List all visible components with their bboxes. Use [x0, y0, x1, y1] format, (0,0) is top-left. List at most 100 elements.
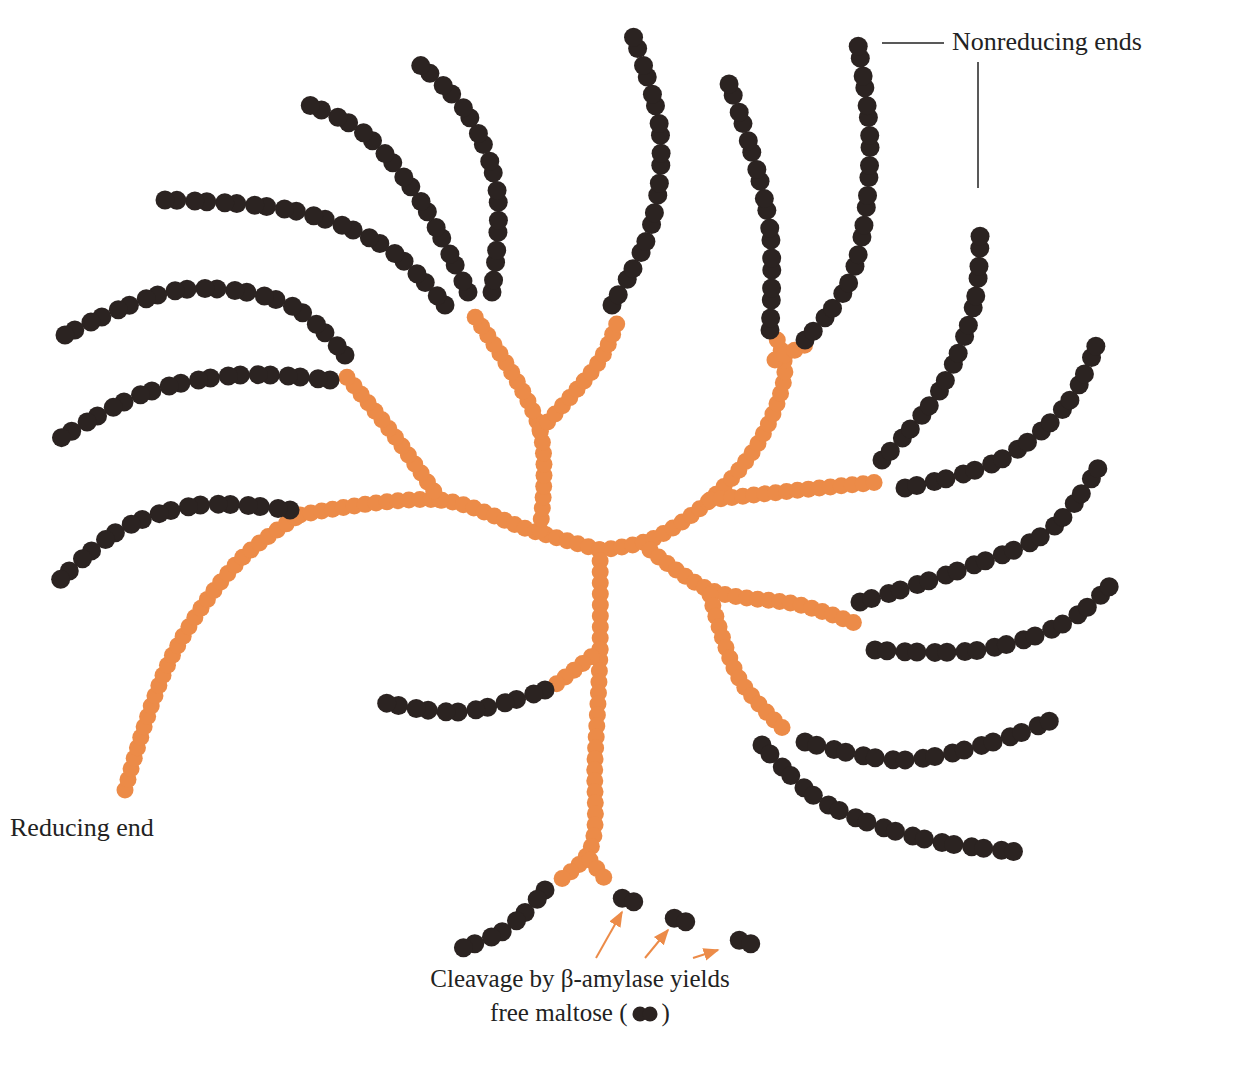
maltose-unit: [860, 156, 879, 175]
maltose-unit: [309, 369, 328, 388]
maltose-unit: [760, 219, 779, 238]
maltose-unit: [407, 699, 426, 718]
maltose-unit: [624, 28, 643, 47]
maltose-unit: [836, 743, 855, 762]
maltose-unit: [891, 580, 910, 599]
maltose-unit: [495, 693, 514, 712]
maltose-unit: [650, 114, 669, 133]
maltose-unit: [225, 281, 244, 300]
maltose-unit: [333, 216, 352, 235]
maltose-unit: [839, 274, 858, 293]
maltose-unit: [948, 562, 967, 581]
maltose-unit: [1100, 577, 1119, 596]
maltose-unit: [643, 85, 662, 104]
maltose-unit: [944, 835, 963, 854]
maltose-unit: [854, 216, 873, 235]
maltose-unit: [160, 377, 179, 396]
maltose-unit: [131, 385, 150, 404]
maltose-unit: [925, 747, 944, 766]
glucose-residue: [866, 474, 883, 491]
maltose-unit: [741, 934, 760, 953]
glucose-residue: [608, 316, 625, 333]
leader-line: [882, 42, 944, 44]
maltose-unit: [634, 56, 653, 75]
maltose-unit: [283, 297, 302, 316]
maltose-unit: [454, 938, 473, 957]
maltose-unit: [623, 259, 642, 278]
cleavage-arrow: [645, 930, 668, 958]
maltose-unit: [328, 108, 347, 127]
maltose-unit: [489, 211, 508, 230]
maltose-unit: [636, 232, 655, 251]
maltose-unit: [1040, 712, 1059, 731]
maltose-unit: [1075, 364, 1094, 383]
maltose-unit: [360, 228, 379, 247]
maltose-unit: [137, 289, 156, 308]
maltose-unit: [1004, 842, 1023, 861]
parenthesis: (: [619, 999, 627, 1026]
maltose-unit: [747, 160, 766, 179]
maltose-unit: [755, 189, 774, 208]
glucose-residue: [554, 870, 571, 887]
maltose-unit: [377, 694, 396, 713]
maltose-unit: [858, 96, 877, 115]
maltose-unit: [56, 326, 75, 345]
maltose-unit: [219, 366, 238, 385]
maltose-unit: [877, 641, 896, 660]
glucose-residue: [845, 614, 862, 631]
maltose-unit: [156, 191, 175, 210]
maltose-unit: [215, 193, 234, 212]
maltose-unit: [51, 570, 70, 589]
glucose-residue: [774, 719, 791, 736]
maltose-icon: [630, 1005, 660, 1023]
maltose-unit: [997, 635, 1016, 654]
maltose-unit: [762, 249, 781, 268]
maltose-unit: [886, 822, 905, 841]
maltose-unit: [919, 571, 938, 590]
maltose-unit: [937, 643, 956, 662]
maltose-unit: [896, 750, 915, 769]
maltose-unit: [730, 103, 749, 122]
maltose-unit: [524, 684, 543, 703]
maltose-unit: [907, 643, 926, 662]
maltose-key: (): [619, 996, 670, 1030]
end-label: Reducing end: [10, 812, 154, 844]
maltose-unit: [209, 495, 228, 514]
glucose-residue: [467, 309, 484, 326]
maltose-unit: [858, 186, 877, 205]
maltose-unit: [860, 126, 879, 145]
maltose-unit: [1012, 723, 1031, 742]
maltose-unit: [739, 131, 758, 150]
maltose-unit: [976, 551, 995, 570]
maltose-unit: [1086, 337, 1105, 356]
maltose-unit: [487, 241, 506, 260]
spacer: [613, 999, 619, 1026]
maltose-unit: [645, 203, 664, 222]
cleavage-arrow: [693, 950, 718, 958]
maltose-unit: [480, 152, 499, 171]
maltose-unit: [195, 279, 214, 298]
maltose-unit: [936, 371, 955, 390]
maltose-unit: [453, 272, 472, 291]
maltose-unit: [720, 74, 739, 93]
maltose-unit: [440, 245, 459, 264]
maltose-unit: [1088, 459, 1107, 478]
maltose-unit: [915, 830, 934, 849]
end-label: Nonreducing ends: [952, 26, 1142, 58]
maltose-unit: [807, 736, 826, 755]
parenthesis: ): [662, 999, 670, 1026]
maltose-unit: [936, 469, 955, 488]
maltose-unit: [1004, 541, 1023, 560]
maltose-unit: [304, 206, 323, 225]
maltose-unit: [830, 801, 849, 820]
maltose-unit: [966, 287, 985, 306]
maltose-unit: [150, 504, 169, 523]
maltose-unit: [279, 367, 298, 386]
maltose-unit: [984, 733, 1003, 752]
maltose-unit: [189, 370, 208, 389]
maltose-unit: [185, 192, 204, 211]
maltose-unit: [969, 257, 988, 276]
maltose-unit: [239, 496, 258, 515]
glucose-residue: [338, 369, 355, 386]
maltose-unit: [255, 286, 274, 305]
